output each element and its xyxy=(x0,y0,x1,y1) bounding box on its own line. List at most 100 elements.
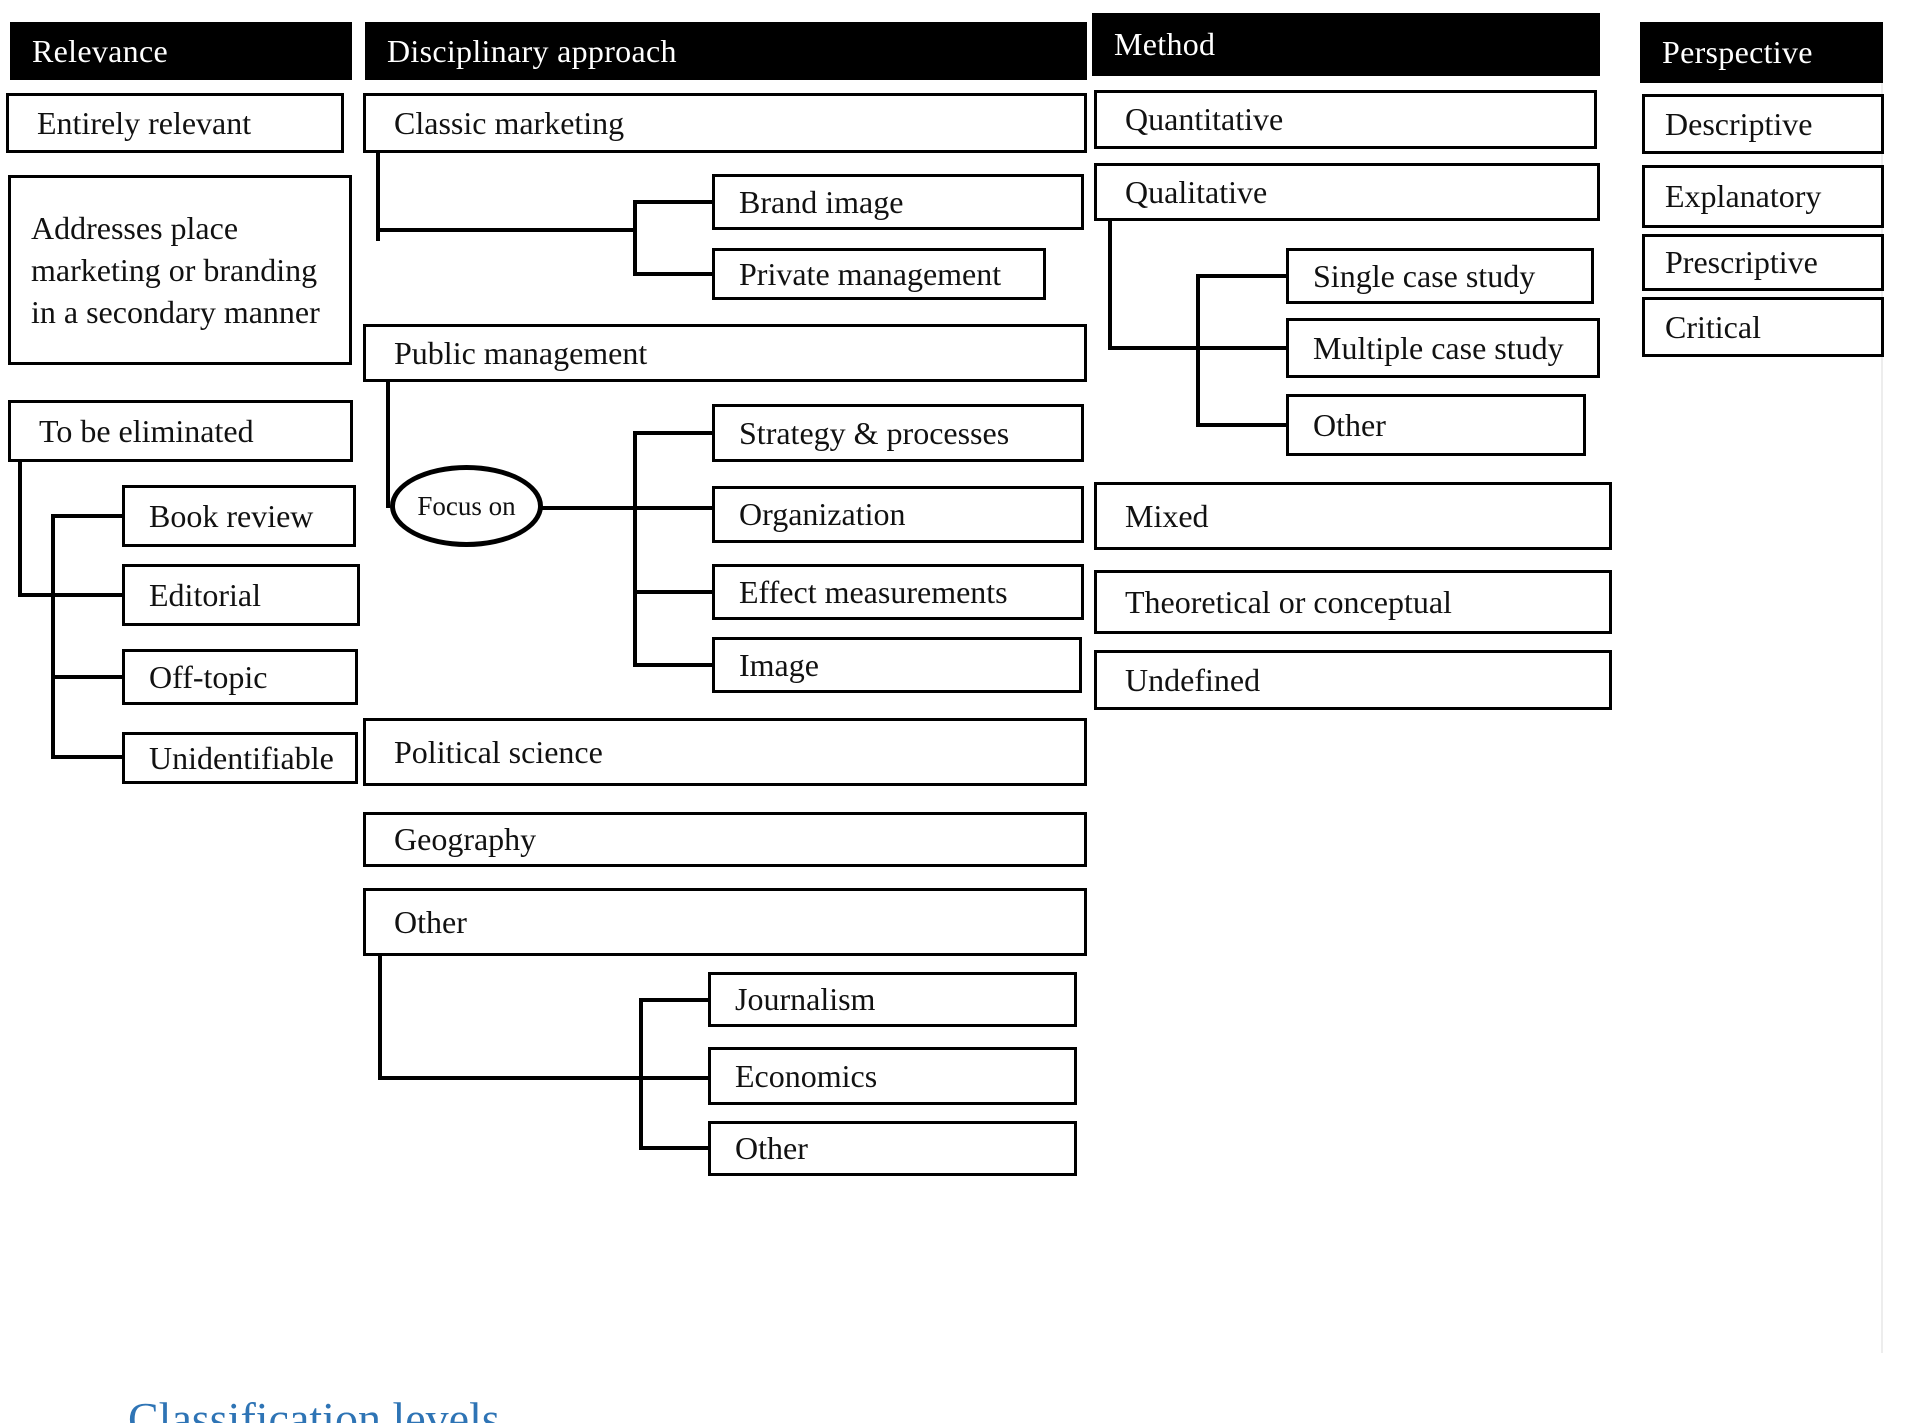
descriptive-label: Descriptive xyxy=(1665,105,1813,142)
box-journalism: Journalism xyxy=(708,972,1077,1027)
connector-focus-to-organization xyxy=(540,506,712,510)
effect-measurements-label: Effect measurements xyxy=(739,573,1008,610)
box-addresses-secondary: Addresses place marketing or branding in… xyxy=(8,175,352,365)
disciplinary-header-label: Disciplinary approach xyxy=(387,32,677,69)
classic-marketing-label: Classic marketing xyxy=(394,104,625,141)
book-review-label: Book review xyxy=(149,497,314,534)
box-editorial: Editorial xyxy=(122,564,360,626)
box-single-case-study: Single case study xyxy=(1286,248,1594,304)
quantitative-label: Quantitative xyxy=(1125,101,1284,137)
box-brand-image: Brand image xyxy=(712,174,1084,230)
box-other-discipline: Other xyxy=(363,888,1087,956)
image-label: Image xyxy=(739,646,819,683)
box-multiple-case-study: Multiple case study xyxy=(1286,318,1600,378)
strategy-processes-label: Strategy & processes xyxy=(739,414,1010,451)
connector-classic-horizontal xyxy=(376,228,637,232)
figure-caption-label: Classification levels xyxy=(128,1393,500,1423)
focus-on-label: Focus on xyxy=(417,490,516,521)
relevance-header-label: Relevance xyxy=(32,32,168,69)
page-edge-line xyxy=(1881,83,1883,1353)
connector-stub-book-review xyxy=(51,514,122,518)
focus-on-ellipse: Focus on xyxy=(390,465,543,547)
editorial-label: Editorial xyxy=(149,576,261,613)
geography-label: Geography xyxy=(394,821,537,857)
off-topic-label: Off-topic xyxy=(149,658,268,695)
box-effect-measurements: Effect measurements xyxy=(712,564,1084,620)
box-entirely-relevant: Entirely relevant xyxy=(6,93,344,153)
organization-label: Organization xyxy=(739,496,906,532)
journalism-label: Journalism xyxy=(735,981,876,1017)
economics-label: Economics xyxy=(735,1057,878,1094)
connector-stub-other-sub xyxy=(639,1146,708,1150)
connector-stub-off-topic xyxy=(51,675,122,679)
connector-other-to-economics xyxy=(378,1076,708,1080)
box-off-topic: Off-topic xyxy=(122,649,358,705)
explanatory-label: Explanatory xyxy=(1665,178,1822,214)
figure-caption: Classification levels xyxy=(128,1392,500,1423)
connector-stub-other-method xyxy=(1196,423,1286,427)
connector-stub-private-management xyxy=(633,272,712,276)
box-quantitative: Quantitative xyxy=(1094,90,1597,149)
connector-stub-effect xyxy=(633,590,712,594)
perspective-header-label: Perspective xyxy=(1662,34,1813,70)
box-other-sub: Other xyxy=(708,1121,1077,1176)
connector-focus-bracket xyxy=(633,431,637,667)
box-political-science: Political science xyxy=(363,718,1087,786)
connector-stub-strategy xyxy=(633,431,712,435)
box-image: Image xyxy=(712,637,1082,693)
unidentifiable-label: Unidentifiable xyxy=(149,739,334,776)
critical-label: Critical xyxy=(1665,308,1761,345)
box-other-method: Other xyxy=(1286,394,1586,456)
box-theoretical-conceptual: Theoretical or conceptual xyxy=(1094,570,1612,634)
connector-method-bracket xyxy=(1196,274,1200,427)
method-header: Method xyxy=(1092,13,1600,76)
connector-stub-image xyxy=(633,663,712,667)
entirely-relevant-label: Entirely relevant xyxy=(37,104,252,141)
public-management-label: Public management xyxy=(394,334,648,371)
connector-eliminate-to-editorial xyxy=(18,593,122,597)
box-qualitative: Qualitative xyxy=(1094,163,1600,221)
perspective-header: Perspective xyxy=(1640,22,1883,83)
box-classic-marketing: Classic marketing xyxy=(363,93,1087,153)
box-prescriptive: Prescriptive xyxy=(1642,234,1884,291)
mixed-label: Mixed xyxy=(1125,497,1209,534)
box-descriptive: Descriptive xyxy=(1642,94,1884,154)
connector-qualitative-vertical xyxy=(1108,221,1112,350)
connector-other-bracket xyxy=(639,998,643,1150)
brand-image-label: Brand image xyxy=(739,183,904,220)
other-method-label: Other xyxy=(1313,406,1386,443)
connector-stub-brand-image xyxy=(633,200,712,204)
box-public-management: Public management xyxy=(363,324,1087,382)
multiple-case-study-label: Multiple case study xyxy=(1313,329,1564,366)
undefined-label: Undefined xyxy=(1125,661,1261,698)
box-explanatory: Explanatory xyxy=(1642,165,1884,228)
to-be-eliminated-label: To be eliminated xyxy=(39,412,254,449)
connector-stub-single-case xyxy=(1196,274,1286,278)
connector-eliminate-vertical xyxy=(18,460,22,597)
qualitative-label: Qualitative xyxy=(1125,173,1268,210)
box-organization: Organization xyxy=(712,486,1084,543)
box-book-review: Book review xyxy=(122,485,356,547)
box-geography: Geography xyxy=(363,812,1087,867)
connector-stub-unidentifiable xyxy=(51,755,122,759)
connector-other-vertical xyxy=(378,956,382,1080)
connector-public-vertical xyxy=(386,382,390,508)
disciplinary-header: Disciplinary approach xyxy=(365,22,1087,80)
single-case-study-label: Single case study xyxy=(1313,257,1536,294)
connector-stub-journalism xyxy=(639,998,708,1002)
other-sub-label: Other xyxy=(735,1130,808,1166)
relevance-header: Relevance xyxy=(10,22,352,80)
prescriptive-label: Prescriptive xyxy=(1665,244,1818,280)
box-undefined: Undefined xyxy=(1094,650,1612,710)
box-to-be-eliminated: To be eliminated xyxy=(8,400,353,462)
box-unidentifiable: Unidentifiable xyxy=(122,732,358,784)
connector-classic-vertical xyxy=(376,153,380,241)
box-mixed: Mixed xyxy=(1094,482,1612,550)
box-strategy-processes: Strategy & processes xyxy=(712,404,1084,462)
political-science-label: Political science xyxy=(394,733,603,770)
private-management-label: Private management xyxy=(739,255,1002,292)
theoretical-conceptual-label: Theoretical or conceptual xyxy=(1125,583,1452,620)
box-critical: Critical xyxy=(1642,297,1884,357)
box-economics: Economics xyxy=(708,1047,1077,1105)
